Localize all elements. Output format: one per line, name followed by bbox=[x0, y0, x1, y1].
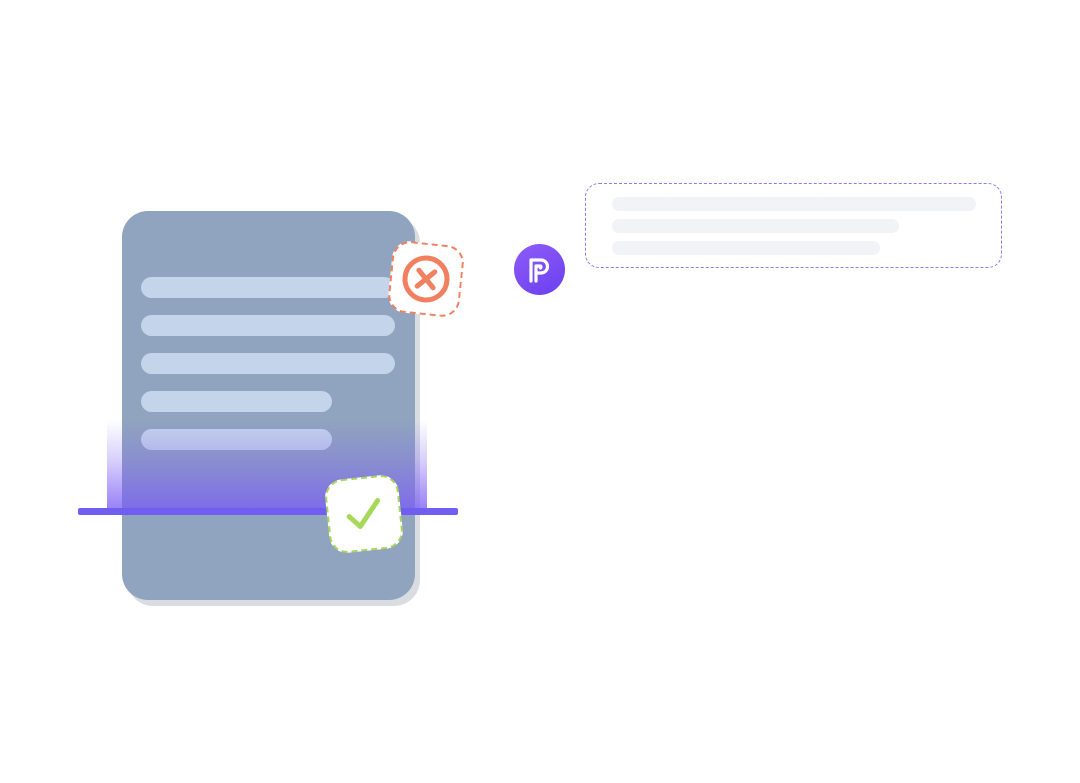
scanner-line bbox=[78, 508, 458, 515]
result-placeholder-line bbox=[612, 241, 880, 255]
reject-badge bbox=[386, 239, 466, 319]
document-text-line bbox=[141, 277, 395, 298]
document-text-line bbox=[141, 429, 332, 450]
result-placeholder-line bbox=[612, 197, 976, 211]
circle-x-icon bbox=[402, 255, 450, 303]
result-placeholder-line bbox=[612, 219, 899, 233]
document-text-line bbox=[141, 391, 332, 412]
approve-badge bbox=[323, 473, 405, 555]
document-text-line bbox=[141, 353, 395, 374]
checkmark-icon bbox=[346, 497, 381, 529]
brand-logo bbox=[514, 244, 565, 295]
brand-p-logo-icon bbox=[529, 258, 550, 283]
result-panel bbox=[585, 183, 1002, 268]
document-text-line bbox=[141, 315, 395, 336]
